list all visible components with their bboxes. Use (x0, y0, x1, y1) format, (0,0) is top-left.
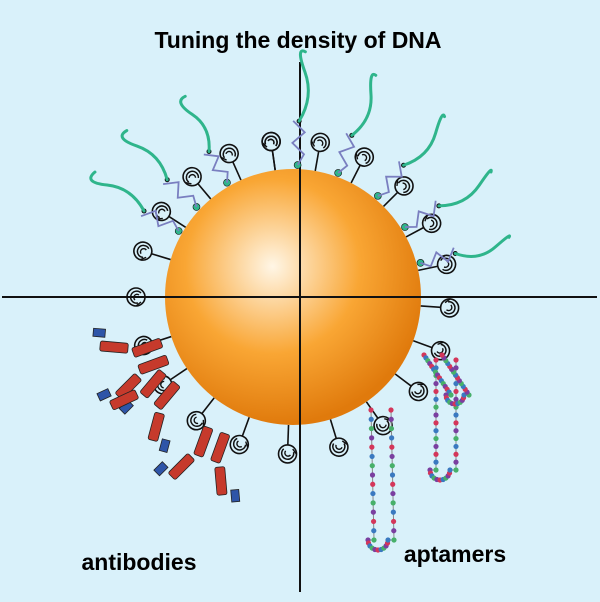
swirl-ligand-icon (350, 144, 378, 184)
swirl-ligand-icon (148, 198, 187, 228)
antibody-icon (96, 369, 181, 453)
swirl-ligand-icon (405, 210, 445, 238)
swirl-ligand-icon (182, 397, 215, 435)
swirl-ligand-icon (309, 131, 332, 172)
dna-strand (89, 170, 183, 235)
swirl-ligand-icon (126, 287, 165, 307)
dna-strand (374, 113, 447, 200)
surface-ligands (126, 130, 461, 465)
dna-strand (334, 72, 378, 177)
aptamer-hairpin-icon (365, 407, 397, 553)
dna-strand (120, 129, 201, 211)
swirl-ligand-icon (226, 417, 252, 457)
quadrant-axes-overlay (165, 169, 421, 425)
dna-strand (291, 49, 310, 169)
dna-strands (89, 49, 511, 268)
swirl-ligand-icon (326, 419, 351, 460)
antibody-group (92, 327, 241, 503)
swirl-ligand-icon (277, 424, 298, 465)
aptamer-hairpin-icon (421, 352, 472, 407)
swirl-ligand-icon (418, 252, 459, 276)
swirl-ligand-icon (382, 172, 418, 208)
aptamers-label: aptamers (404, 541, 506, 567)
swirl-ligand-icon (178, 163, 212, 200)
swirl-ligand-icon (216, 140, 242, 181)
swirl-ligand-icon (149, 367, 188, 399)
dna-strand (416, 234, 511, 268)
swirl-ligand-icon (260, 130, 283, 171)
swirl-ligand-icon (394, 373, 432, 405)
aptamer-group (365, 352, 472, 553)
dna-strand (401, 168, 493, 231)
swirl-ligand-icon (130, 239, 171, 264)
antibody-icon (153, 425, 241, 503)
dna-strand (179, 94, 231, 187)
aptamer-hairpin-icon (427, 357, 459, 483)
antibodies-label: antibodies (81, 549, 196, 575)
swirl-ligand-icon (420, 297, 461, 319)
swirl-ligand-icon (413, 338, 453, 364)
figure-title: Tuning the density of DNA (154, 27, 441, 53)
antibody-icon (92, 327, 170, 415)
